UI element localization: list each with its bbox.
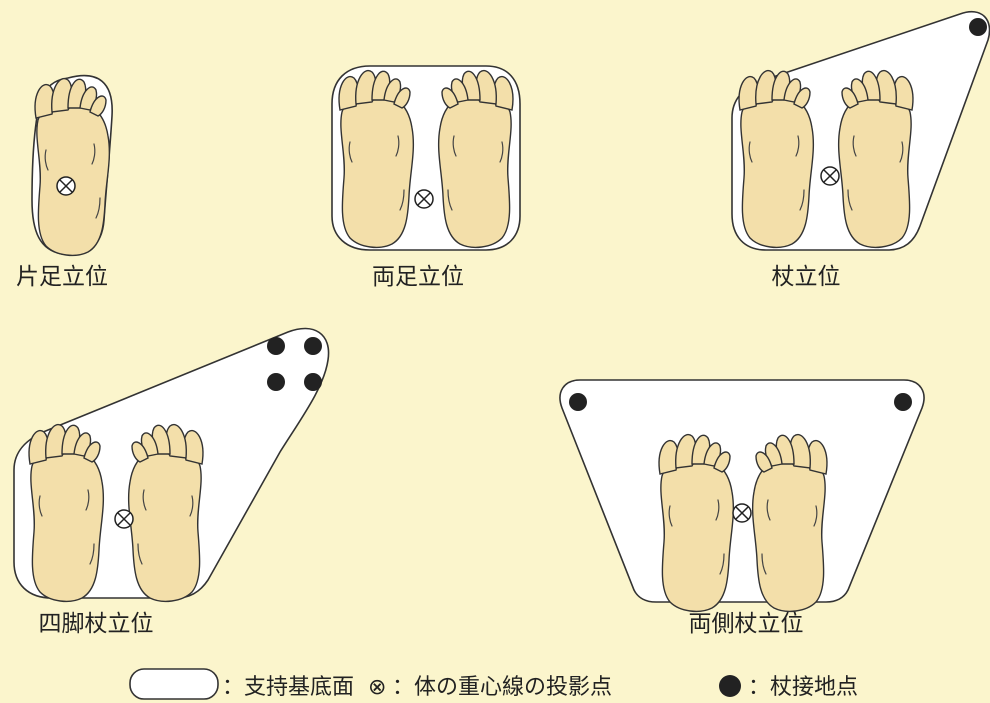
center-of-gravity-icon [57,177,75,195]
right-foot-icon [753,435,827,612]
cane-contact-point [969,18,987,36]
center-of-gravity-icon [415,190,433,208]
cane-contact-point [304,373,322,391]
panel-label-cane: 杖立位 [772,264,841,290]
center-of-gravity-icon [733,504,751,522]
panel-label-double: 両足立位 [372,264,464,290]
panel-quad-cane-stance: 四脚杖立位 [14,328,329,637]
panel-label-bilateral: 両側杖立位 [689,611,804,637]
cane-contact-point [304,337,322,355]
panel-single-leg-stance: 片足立位 [16,76,112,290]
legend: ：支持基底面 ⊗ ：体の重心線の投影点 ：杖接地点 [130,669,858,700]
panel-bilateral-cane-stance: 両側杖立位 [560,380,924,637]
panel-label-single: 片足立位 [16,264,108,290]
center-of-gravity-icon [821,167,839,185]
left-foot-icon [659,435,733,612]
support-base-bilateral [560,380,924,602]
right-foot-icon [839,71,913,248]
cane-contact-point [569,393,587,411]
panel-cane-stance: 杖立位 [732,12,990,290]
legend-cog-symbol: ⊗ [368,675,386,700]
legend-support-base-label: ：支持基底面 [222,675,354,700]
legend-support-base-swatch [130,669,218,699]
panel-label-quad: 四脚杖立位 [39,611,154,637]
right-foot-icon [439,71,513,248]
left-foot-icon [339,71,413,248]
right-foot-icon [129,425,203,602]
cane-contact-point [894,393,912,411]
legend-cane-point-dot [719,675,741,697]
center-of-gravity-icon [115,510,133,528]
cane-contact-point [267,337,285,355]
left-foot-icon [35,79,109,256]
cane-contact-point [267,373,285,391]
legend-cog-label: ：体の重心線の投影点 [392,675,612,700]
left-foot-icon [739,71,813,248]
left-foot-icon [29,425,103,602]
legend-cane-point-label: ：杖接地点 [748,675,858,700]
panel-double-leg-stance: 両足立位 [332,66,520,290]
